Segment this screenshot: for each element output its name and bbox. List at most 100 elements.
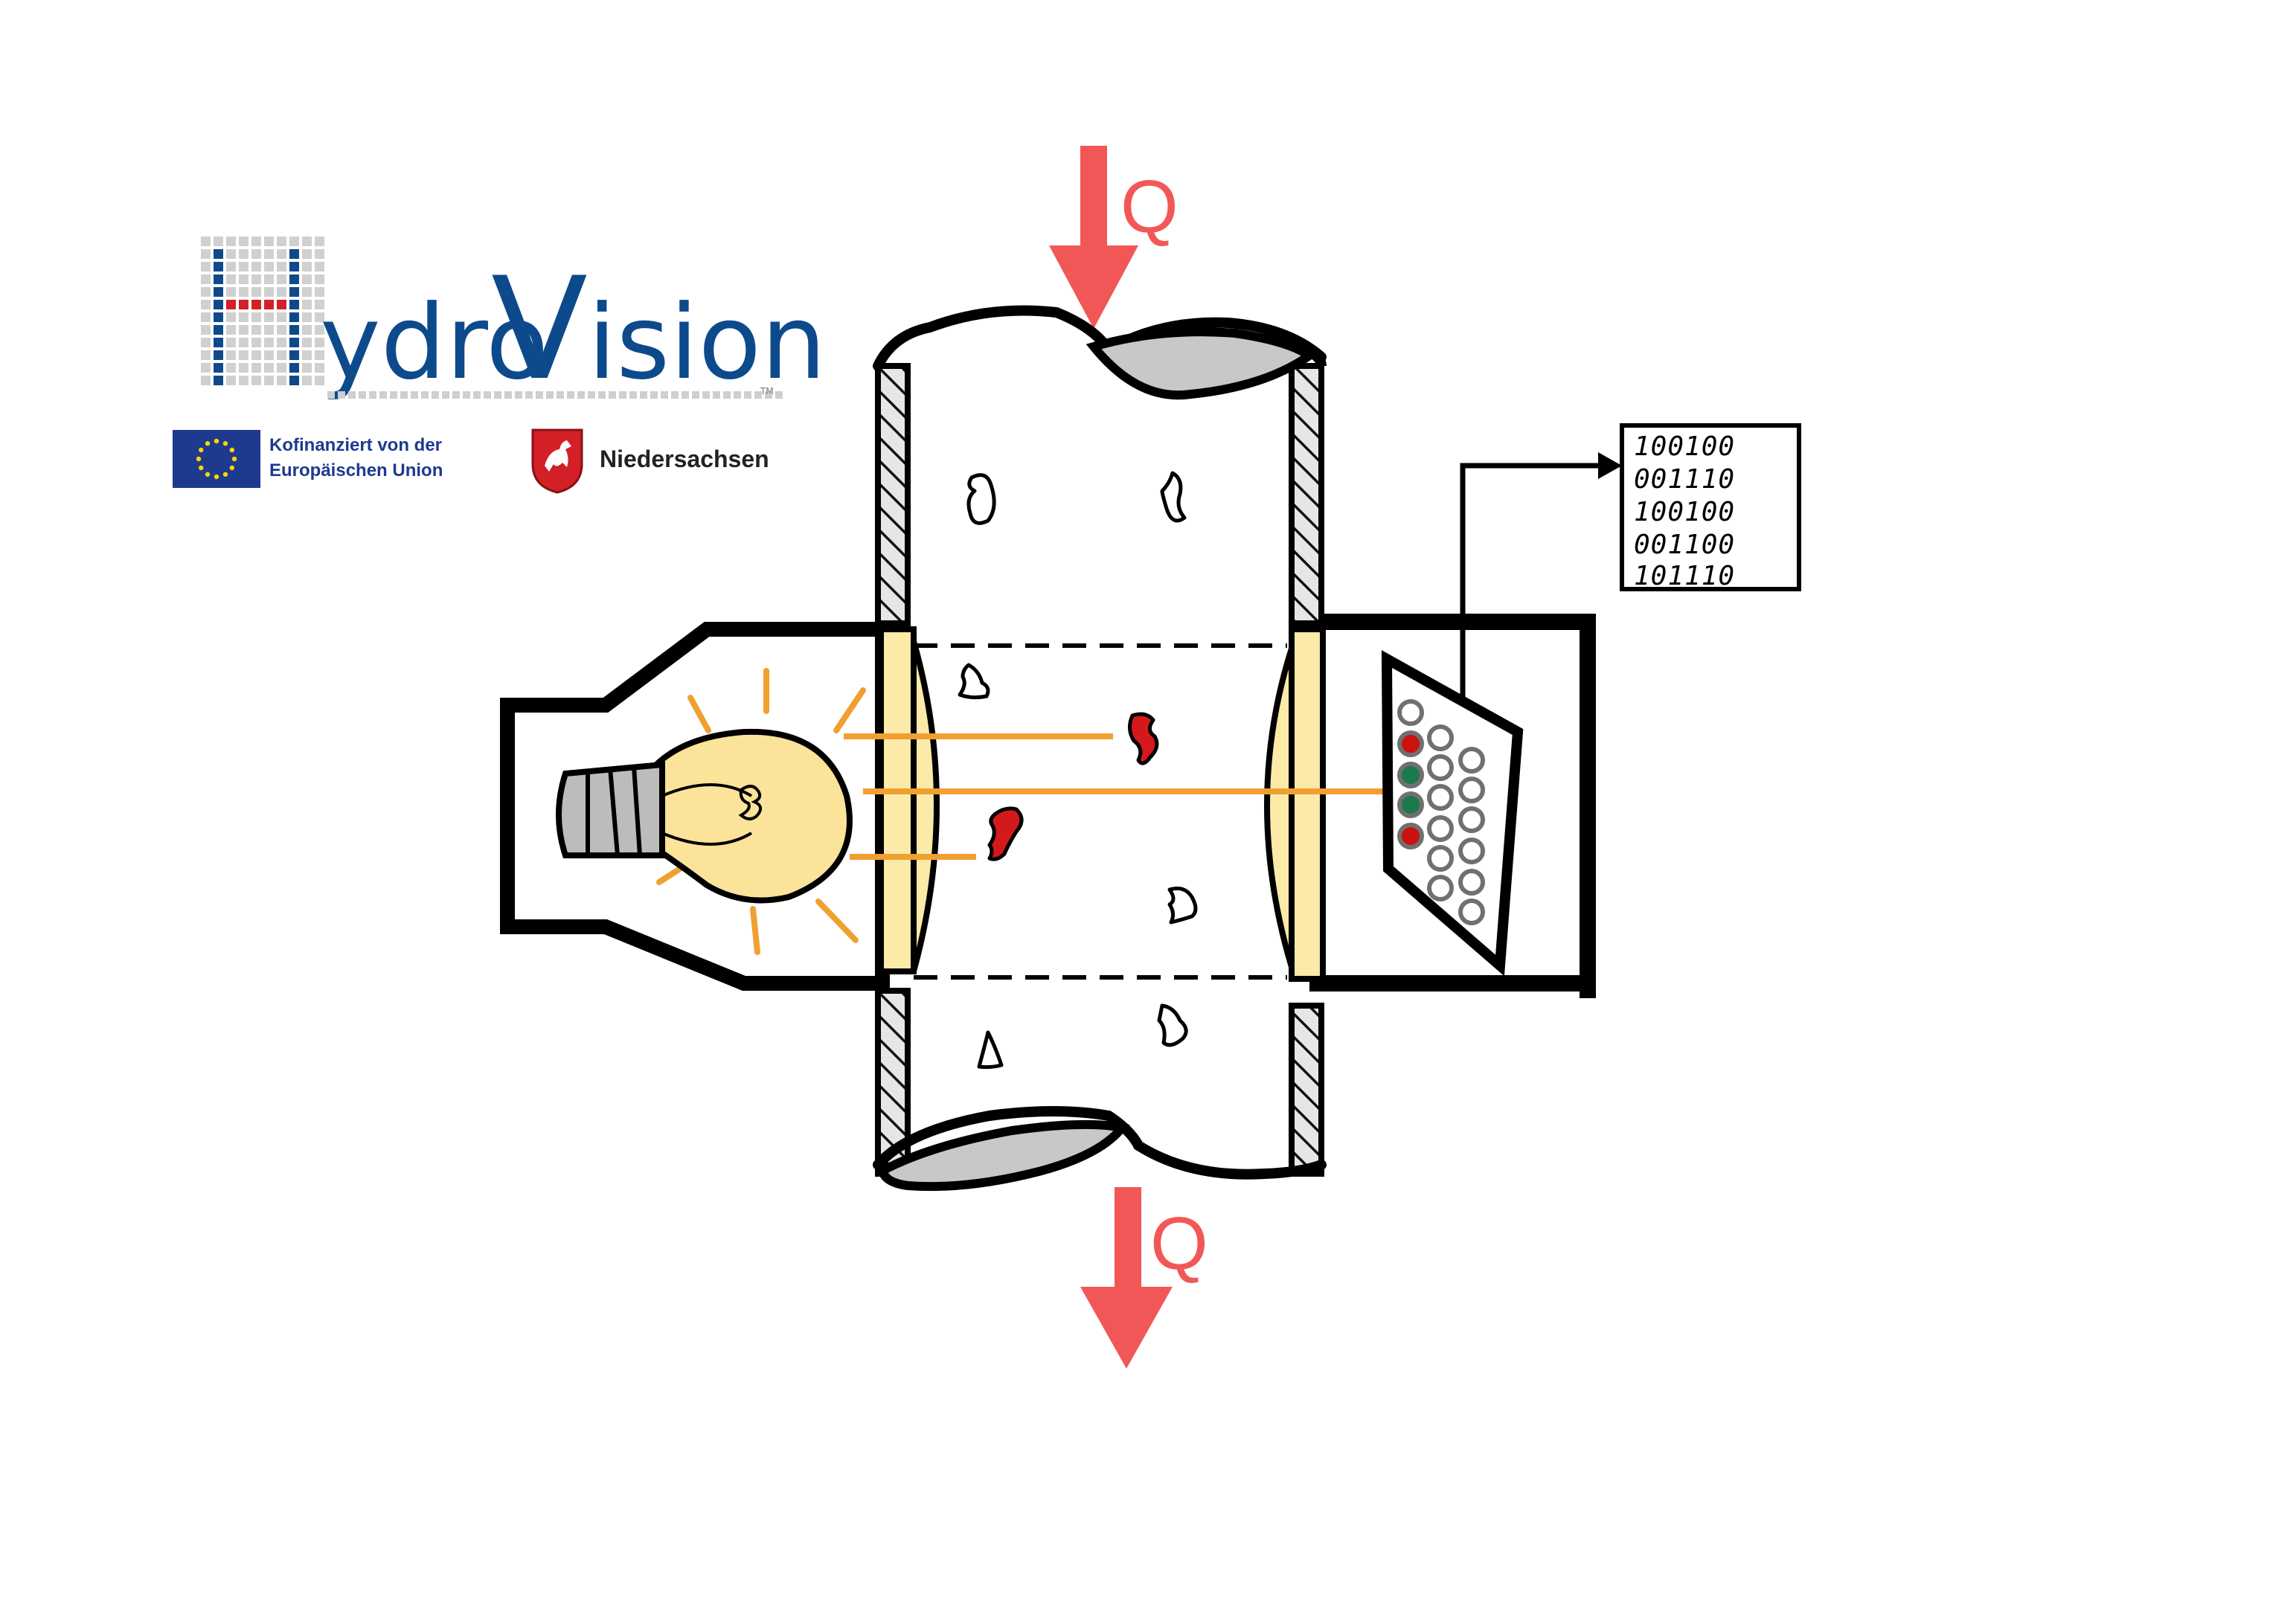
sensor-led xyxy=(1427,845,1454,872)
eu-star-icon xyxy=(196,456,202,462)
eu-star-icon xyxy=(222,472,228,477)
sensor-leds xyxy=(1397,699,1485,925)
logo-grid-cell xyxy=(277,249,286,259)
logo-grid-cell xyxy=(239,300,248,309)
logo-underline-dot xyxy=(515,391,522,399)
logo-underline-dot xyxy=(379,391,387,399)
logo-letter-v: V xyxy=(491,247,588,411)
data-row-2: 001110 xyxy=(1634,464,1735,495)
niedersachsen-label: Niedersachsen xyxy=(600,446,769,472)
logo-grid-cell xyxy=(239,287,248,297)
data-row-5: 101110 xyxy=(1634,561,1735,591)
logo-underline-dot xyxy=(442,391,449,399)
logo-underline-dot xyxy=(609,391,616,399)
data-row-3: 100100 xyxy=(1634,497,1735,527)
logo-grid-cell xyxy=(277,325,286,335)
logo-underline-dot xyxy=(567,391,574,399)
eu-star-icon xyxy=(214,474,219,480)
logo-underline-dot xyxy=(525,391,533,399)
particle-clear xyxy=(1167,886,1198,925)
logo-grid-cell xyxy=(264,262,274,271)
logo-grid-cell xyxy=(214,338,223,347)
logo-grid-cell xyxy=(201,312,211,322)
logo-grid-cell xyxy=(226,287,236,297)
logo-grid-cell xyxy=(201,287,211,297)
sensor-led xyxy=(1458,806,1485,833)
eu-star-icon xyxy=(214,438,219,444)
logo-underline-dot xyxy=(494,391,501,399)
logo-underline-dot xyxy=(713,391,720,399)
logo-grid-cell xyxy=(201,363,211,373)
eu-star-icon xyxy=(229,465,234,471)
particle-detected xyxy=(987,806,1024,861)
logo-grid-cell xyxy=(264,300,274,309)
logo-underline-dot xyxy=(661,391,668,399)
logo-grid-cell xyxy=(277,237,286,246)
logo-grid-cell xyxy=(302,274,312,284)
eu-star-icon xyxy=(222,441,228,446)
logo-underline-dot xyxy=(723,391,731,399)
logo-grid-cell xyxy=(302,287,312,297)
sensor-led xyxy=(1427,784,1454,811)
logo-underline-dot xyxy=(588,391,595,399)
logo-grid-cell xyxy=(289,237,299,246)
sensor-led xyxy=(1458,869,1485,896)
outlet-flow-arrow xyxy=(1080,1187,1173,1369)
trademark-mark: TM xyxy=(760,386,774,396)
logo-grid-cell xyxy=(251,237,261,246)
pipe-top-opening xyxy=(1086,327,1318,400)
logo-grid-cell xyxy=(264,312,274,322)
particle-clear xyxy=(966,473,996,525)
logo-underline-dot xyxy=(390,391,397,399)
logo-underline-dot xyxy=(692,391,699,399)
logo-grid-cell xyxy=(251,249,261,259)
sensor-led xyxy=(1458,777,1485,803)
logo-underline-dot xyxy=(369,391,376,399)
signal-line xyxy=(1460,463,1607,701)
eu-star-icon xyxy=(205,441,211,446)
logo-grid-cell xyxy=(315,376,324,385)
pipe-wall-left-lower xyxy=(875,988,911,1177)
particle-clear xyxy=(977,1030,1004,1070)
logo-grid-cell xyxy=(201,300,211,309)
logo-grid-cell xyxy=(201,338,211,347)
logo-grid-cell xyxy=(302,300,312,309)
pipe-wall-right-lower xyxy=(1289,1003,1324,1177)
logo-underline-dot xyxy=(682,391,689,399)
logo-grid-cell xyxy=(214,312,223,322)
logo-grid-cell xyxy=(226,350,236,360)
logo-grid-cell xyxy=(315,249,324,259)
logo-grid-cell xyxy=(251,376,261,385)
logo-grid-cell xyxy=(214,300,223,309)
logo-grid-cell xyxy=(239,262,248,271)
lamp-housing xyxy=(500,622,890,991)
inlet-flow-label: Q xyxy=(1120,165,1179,248)
logo-grid-cell xyxy=(315,300,324,309)
logo-grid-cell xyxy=(251,274,261,284)
data-row-4: 001100 xyxy=(1634,530,1735,560)
logo-grid-cell xyxy=(214,237,223,246)
sensor-led xyxy=(1427,754,1454,781)
signal-arrowhead xyxy=(1598,452,1622,479)
data-row-1: 100100 xyxy=(1634,431,1735,462)
logo-grid-cell xyxy=(315,274,324,284)
logo-grid-cell xyxy=(264,237,274,246)
logo-grid-cell xyxy=(302,262,312,271)
logo-grid-cell xyxy=(226,249,236,259)
sensor-led xyxy=(1397,762,1424,788)
logo-grid-cell xyxy=(201,274,211,284)
logo-underline-dot xyxy=(577,391,585,399)
logo-grid-cell xyxy=(315,262,324,271)
logo-grid-cell xyxy=(239,376,248,385)
logo-underline-dot xyxy=(629,391,637,399)
sensor-led xyxy=(1427,875,1454,902)
logo-grid-cell xyxy=(239,325,248,335)
eu-star-icon xyxy=(231,456,237,462)
logo-underline-dots xyxy=(327,391,783,399)
outlet-flow-label: Q xyxy=(1150,1202,1208,1285)
logo-underline-dot xyxy=(744,391,751,399)
logo-grid-cell xyxy=(289,338,299,347)
logo-grid-cell xyxy=(201,350,211,360)
logo-underline-dot xyxy=(463,391,470,399)
